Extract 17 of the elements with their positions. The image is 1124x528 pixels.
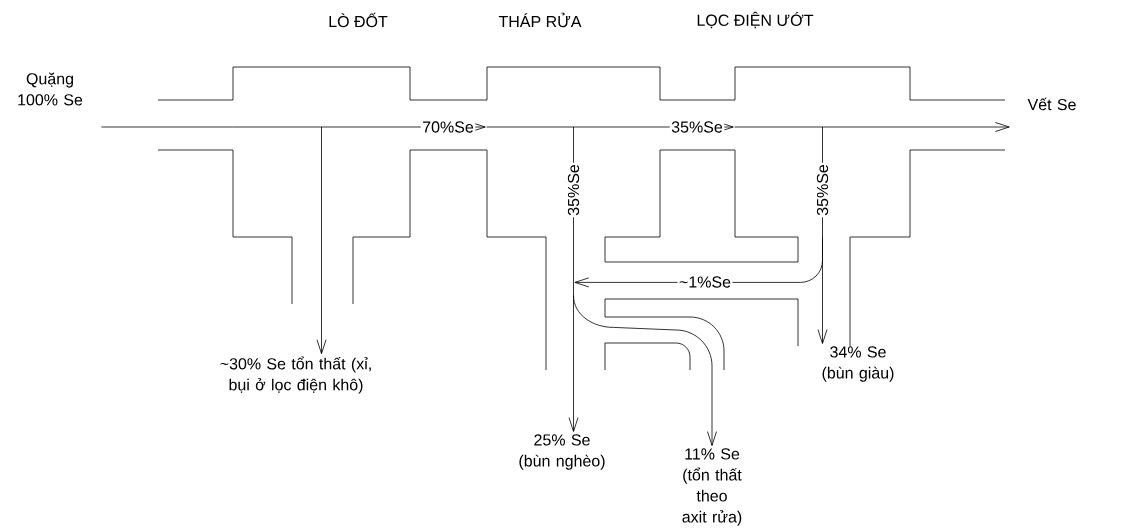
loss-label: ~30% Se tổn thất (xỉ, bụi ở lọc điện khô) bbox=[220, 356, 371, 394]
product-label: 34% Se (bùn giàu) bbox=[822, 346, 894, 382]
edge-label: 70%Se bbox=[420, 119, 476, 135]
loss-label: 11% Se (tổn thất theo axit rửa) bbox=[682, 448, 742, 526]
product-label: 25% Se (bùn nghèo) bbox=[519, 434, 605, 470]
heading: LÒ ĐỐT bbox=[329, 12, 388, 28]
arrow bbox=[316, 126, 327, 355]
edge-label: 35%Se bbox=[566, 162, 581, 218]
edge-label: 35%Se bbox=[815, 162, 830, 218]
heading: LỌC ĐIỆN ƯỚT bbox=[697, 11, 814, 29]
arrow bbox=[734, 122, 1010, 132]
arrow bbox=[573, 295, 717, 446]
heading: THÁP RỬA bbox=[498, 12, 582, 28]
output-label: Vết Se bbox=[1027, 97, 1076, 111]
edge-label: ~1%Se bbox=[677, 274, 733, 290]
edge-label: 35%Se bbox=[669, 119, 725, 135]
input-label: Quặng 100% Se bbox=[18, 72, 83, 106]
